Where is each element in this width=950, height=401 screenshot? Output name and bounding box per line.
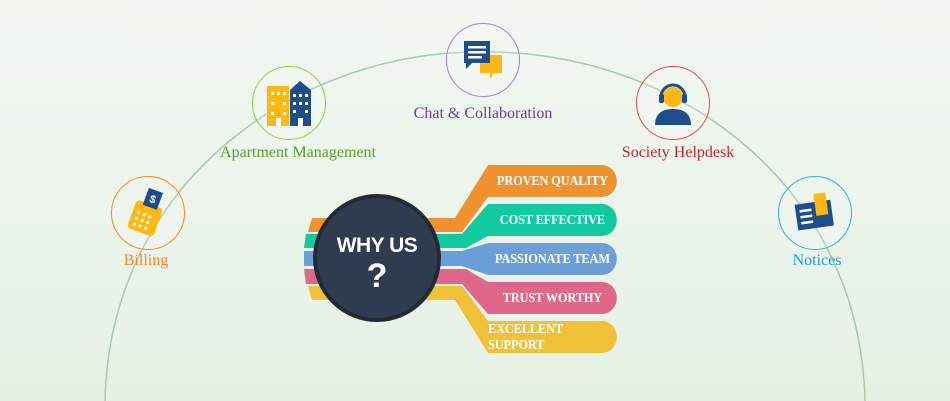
billing-label: Billing bbox=[123, 252, 169, 269]
why-us-badge: WHY US ? bbox=[313, 194, 441, 322]
question-mark: ? bbox=[366, 257, 388, 295]
reason-excellent-support: EXCELLENT SUPPORT bbox=[488, 321, 617, 353]
notices-node[interactable] bbox=[778, 176, 852, 250]
society-helpdesk-node[interactable] bbox=[636, 66, 710, 140]
notice-board-icon bbox=[794, 192, 834, 231]
calculator-bill-icon: $ bbox=[127, 188, 163, 237]
billing-node[interactable]: $ bbox=[111, 176, 185, 250]
chat-collaboration-node[interactable] bbox=[446, 23, 520, 97]
reason-cost-effective: COST EFFECTIVE bbox=[488, 204, 617, 236]
chat-collaboration-label: Chat & Collaboration bbox=[413, 105, 553, 122]
notices-label: Notices bbox=[792, 252, 842, 269]
headset-agent-icon bbox=[655, 83, 691, 125]
chat-bubbles-icon bbox=[464, 41, 502, 79]
svg-text:$: $ bbox=[148, 193, 158, 206]
reason-trust-worthy: TRUST WORTHY bbox=[488, 282, 617, 314]
buildings-icon bbox=[267, 81, 311, 126]
apartment-management-label: Apartment Management bbox=[220, 144, 376, 161]
why-us-title: WHY US bbox=[336, 234, 418, 257]
apartment-management-node[interactable] bbox=[252, 66, 326, 140]
reason-proven-quality: PROVEN QUALITY bbox=[488, 165, 617, 197]
society-helpdesk-label: Society Helpdesk bbox=[621, 144, 735, 161]
reason-passionate-team: PASSIONATE TEAM bbox=[488, 243, 617, 275]
